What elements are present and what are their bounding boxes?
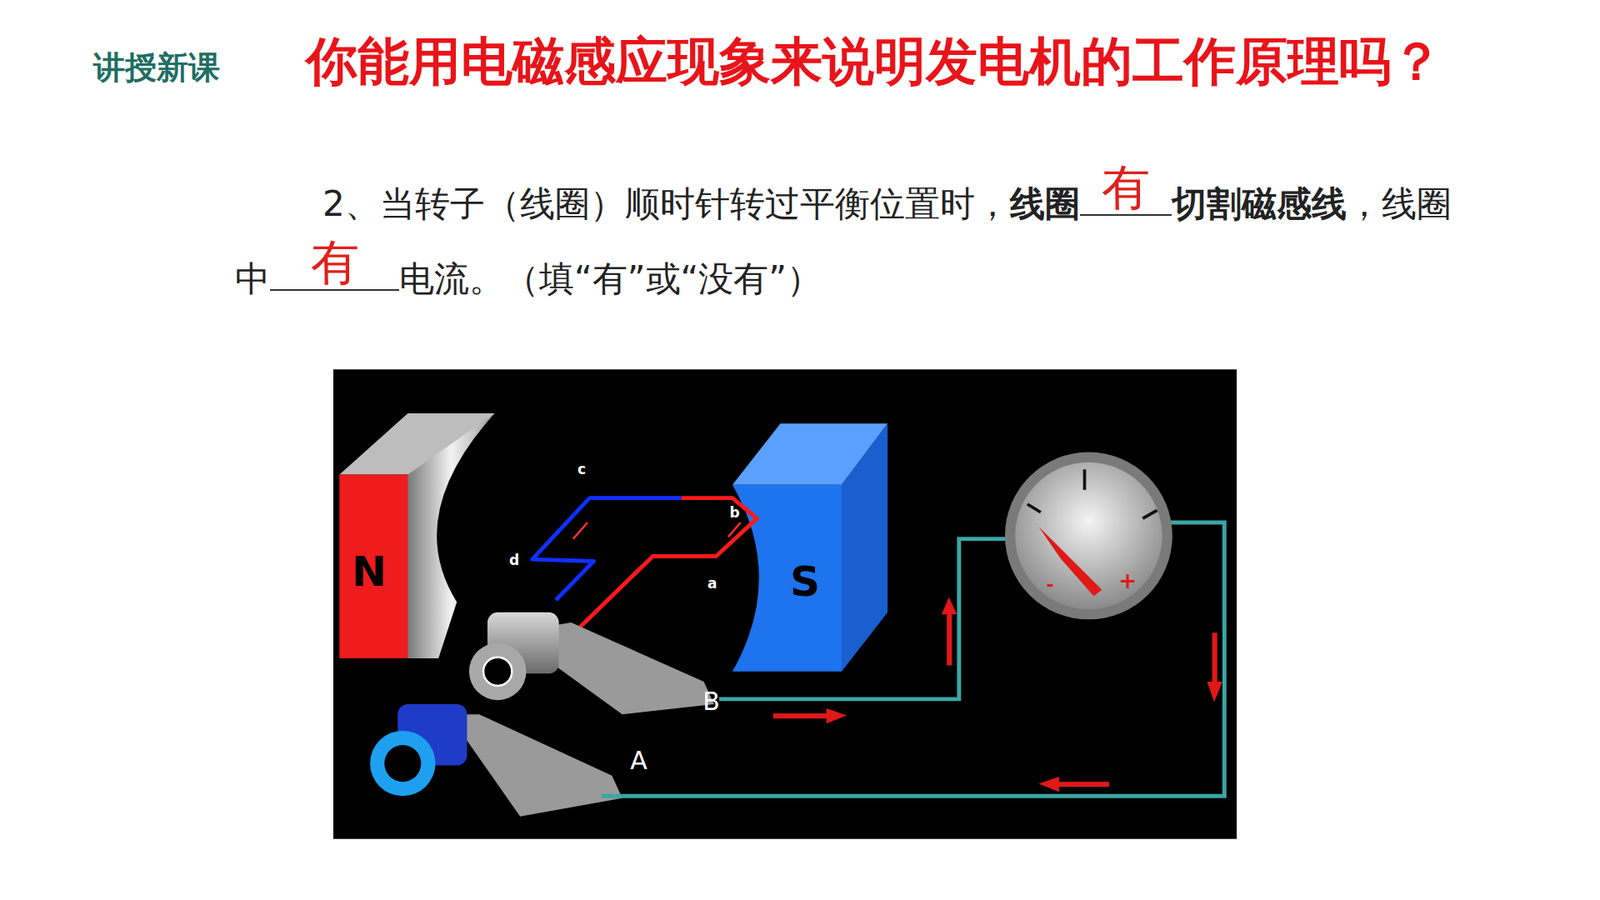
arrow-left (1055, 781, 1110, 787)
arrow-up (946, 612, 952, 666)
current-mark (728, 522, 741, 537)
tick (1142, 510, 1157, 519)
answer-blank: 有 (1080, 175, 1172, 216)
question-phrase: 电流。（填“有”或“没有”） (399, 258, 822, 300)
magnet-side (841, 423, 888, 672)
bold-term: 线圈 (1010, 183, 1080, 225)
arrow-up-head (941, 596, 957, 615)
arrow-down-head (1206, 681, 1222, 702)
magnet-pole: S (775, 540, 835, 623)
tick (1027, 504, 1041, 513)
magnet-top (339, 413, 495, 475)
ammeter (1005, 451, 1173, 620)
ring-b-end (469, 643, 527, 701)
question-phrase: 2、当转子（线圈）顺时针转过平衡位置时， (322, 183, 1010, 225)
magnet-pole-face (407, 413, 495, 659)
slide-title: 你能用电磁感应现象来说明发电机的工作原理吗？ (305, 31, 1448, 92)
handwritten-answer: 有 (1101, 163, 1150, 212)
ring-a-hole (384, 745, 421, 782)
meter-face (1015, 462, 1162, 610)
magnet-pole: N (342, 530, 396, 613)
pole-letter: S (790, 560, 820, 603)
arrow-left-head (1038, 776, 1059, 792)
handwritten-answer: 有 (310, 238, 360, 287)
meter-rim (1005, 451, 1173, 620)
ring-b-hole (483, 657, 512, 686)
wire-b (719, 539, 1009, 700)
current-arrows (773, 596, 1223, 792)
arrow-right (773, 713, 830, 719)
brush-label: A (630, 748, 648, 774)
answer-blank: 有 (270, 250, 400, 291)
side-label: c (577, 462, 586, 477)
side-label: b (730, 505, 740, 520)
needle (1038, 526, 1102, 596)
ring-a-end (370, 730, 435, 796)
bold-term: 切割磁感线 (1171, 183, 1347, 225)
coil (532, 498, 757, 629)
coil-red-side (579, 498, 757, 629)
brush-a (448, 714, 622, 816)
s-magnet (732, 423, 888, 672)
current-mark (573, 522, 588, 540)
slip-rings (370, 612, 715, 817)
generator-illustration (333, 369, 1237, 840)
coil-blue-side (532, 498, 682, 600)
terminal-sign: - (1045, 575, 1054, 595)
question-text: 2、当转子（线圈）顺时针转过平衡位置时，线圈有切割磁感线，线圈中有电流。（填“有… (235, 166, 1460, 317)
pole-letter: N (351, 550, 387, 593)
arrow-down (1212, 632, 1218, 686)
section-tag: 讲授新课 (93, 46, 220, 90)
brush-label: B (702, 689, 720, 715)
terminal-sign: + (1118, 570, 1137, 592)
side-label: a (707, 576, 717, 591)
black-ground (333, 369, 1237, 839)
arrow-right-head (826, 708, 847, 724)
side-label: d (509, 553, 520, 568)
n-magnet (339, 413, 495, 659)
tick (1083, 469, 1087, 490)
